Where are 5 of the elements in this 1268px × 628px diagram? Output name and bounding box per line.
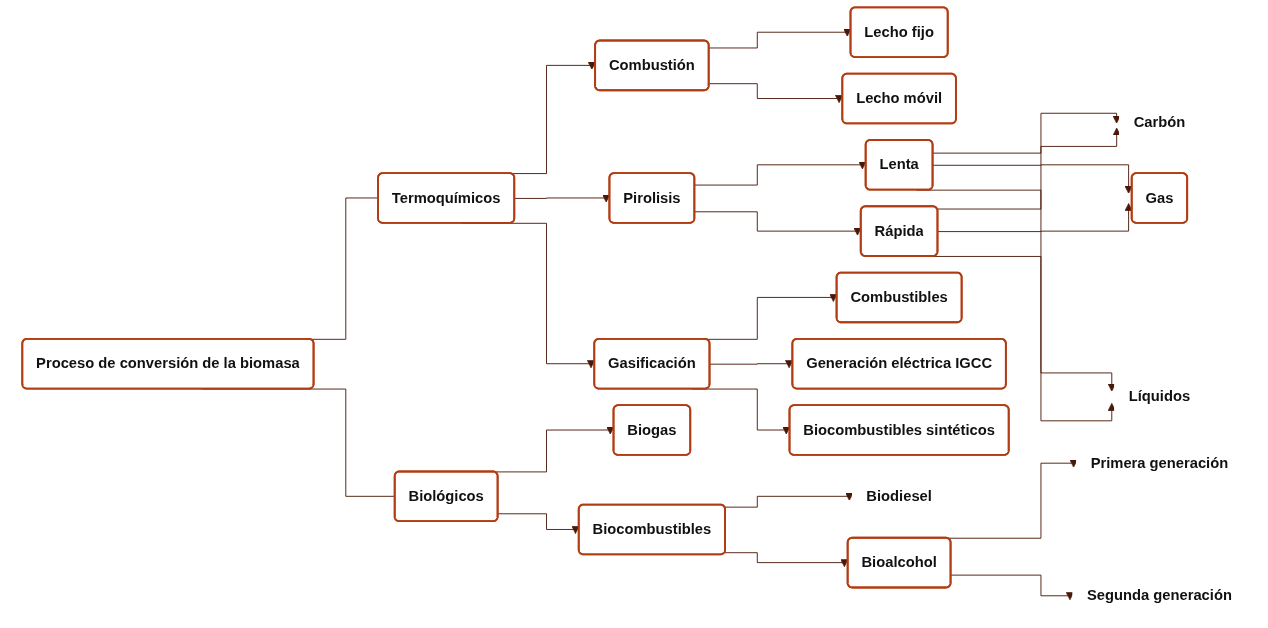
node-text: Primera generación bbox=[1090, 454, 1229, 471]
node-text: Líquidos bbox=[1128, 388, 1191, 405]
node-text: Segunda generación bbox=[1086, 587, 1232, 604]
node-text: Biodiesel bbox=[866, 488, 932, 504]
node-text: Carbón bbox=[1133, 114, 1186, 130]
